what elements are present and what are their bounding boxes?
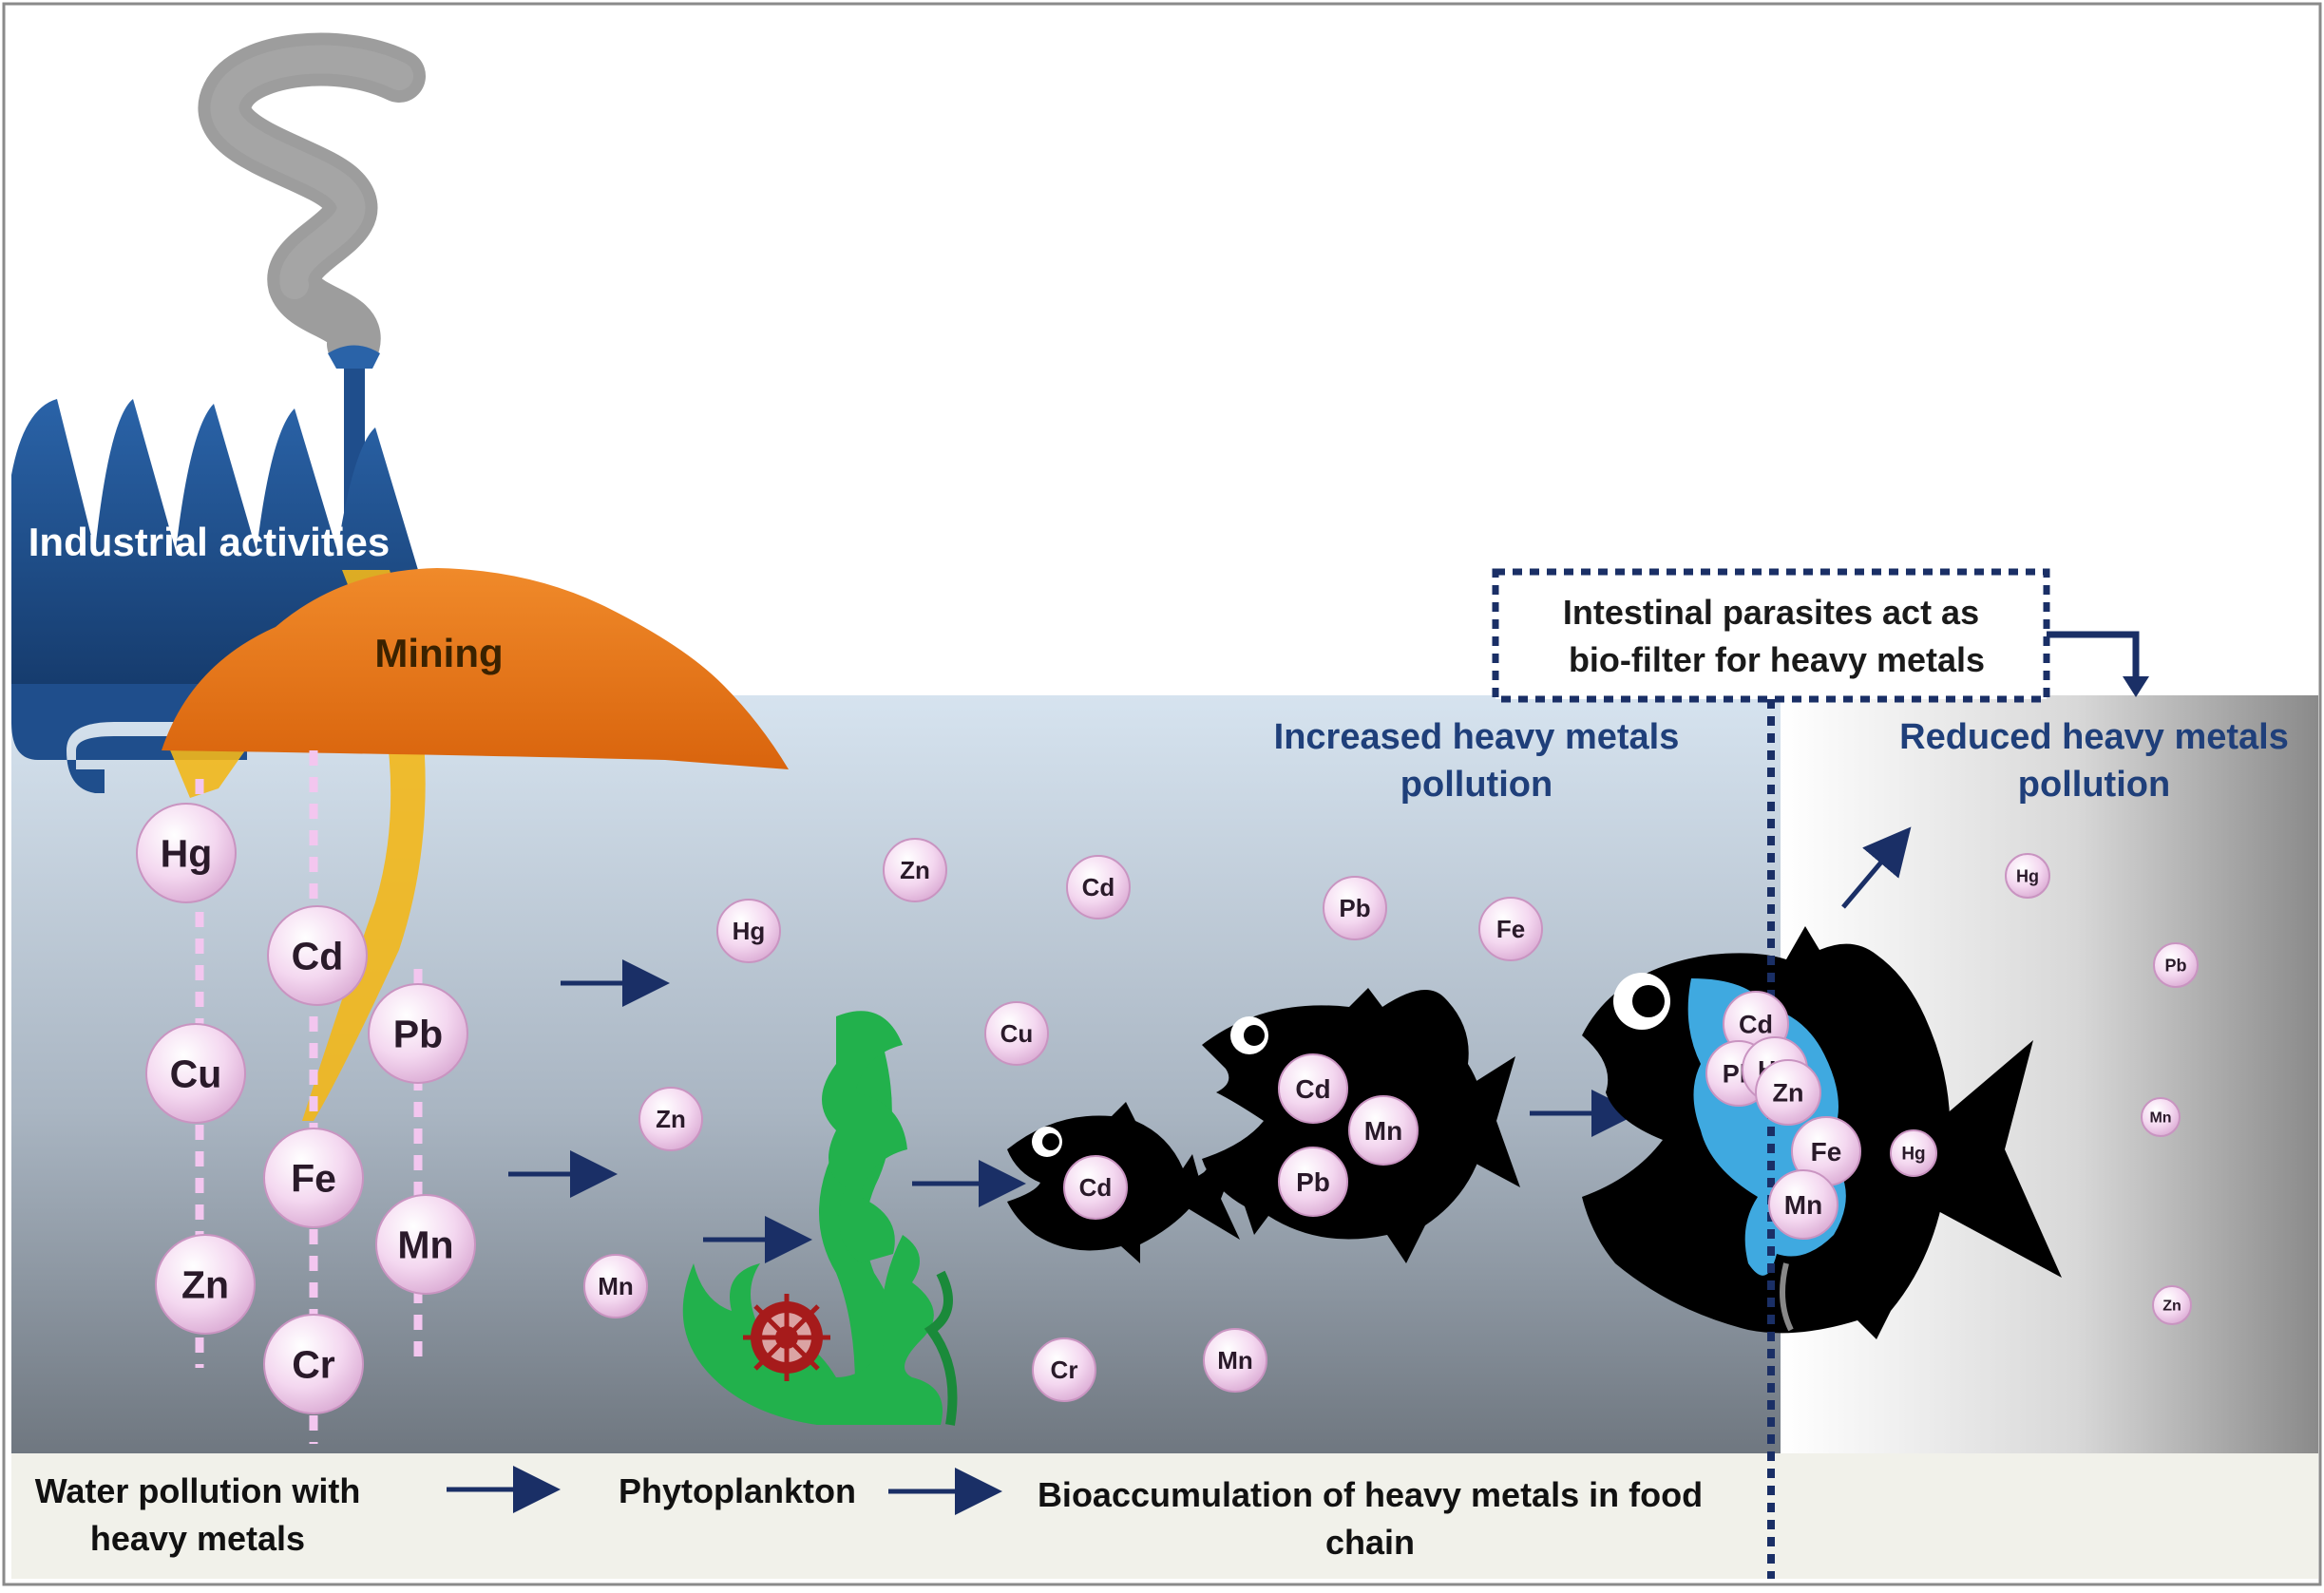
mining-label: Mining (374, 631, 503, 675)
metal-ion-hg: Hg (716, 899, 781, 963)
flow-arrows (447, 826, 1912, 1515)
metal-ion-label: Zn (2162, 1299, 2181, 1315)
metal-ion-label: Mn (1364, 1116, 1402, 1146)
metal-ion-label: Cd (1079, 1173, 1113, 1202)
metal-ion-label: Hg (733, 917, 766, 945)
metal-ion-zn: Zn (638, 1087, 703, 1151)
metal-ion-label: Fe (1496, 915, 1525, 943)
metal-ion-label: Mn (1784, 1190, 1822, 1220)
metal-ion-mn: Mn (375, 1194, 476, 1295)
metal-ion-label: Hg (161, 832, 213, 876)
metal-ion-fe: Fe (1791, 1116, 1861, 1186)
metal-ion-fe: Fe (1478, 897, 1543, 961)
metal-ion-hg: Hg (1890, 1129, 1937, 1177)
footer-water-line-2: heavy metals (90, 1519, 305, 1558)
metal-ion-cd: Cd (1066, 855, 1131, 920)
metal-ion-mn: Mn (2141, 1097, 2181, 1137)
industrial-label: Industrial activities (29, 520, 390, 564)
metal-ion-label: Cd (1295, 1074, 1330, 1104)
metal-ion-cu: Cu (984, 1001, 1049, 1066)
reduced-label-1: Reduced heavy metals (1899, 717, 2289, 757)
increased-label-1: Increased heavy metals (1274, 717, 1680, 757)
metal-ion-label: Mn (2149, 1110, 2171, 1127)
metal-ion-cd: Cd (1063, 1155, 1128, 1220)
parasite-filter-box (1492, 568, 2050, 703)
mining-mound (162, 568, 789, 769)
metal-ion-fe: Fe (263, 1128, 364, 1228)
metal-ion-zn: Zn (155, 1234, 256, 1335)
metal-ion-pb: Pb (1323, 876, 1387, 940)
metal-ion-pb: Pb (368, 983, 468, 1084)
metal-ion-zn: Zn (883, 838, 947, 902)
metal-ion-label: Zn (1773, 1079, 1804, 1108)
metal-ion-mn: Mn (1203, 1328, 1267, 1393)
metal-ion-zn: Zn (1755, 1059, 1821, 1126)
metal-ion-mn: Mn (583, 1254, 648, 1318)
seaweed-icon (682, 1011, 958, 1426)
metal-ion-label: Mn (1217, 1346, 1253, 1375)
parasite-line-1: Intestinal parasites act as (1563, 593, 1979, 632)
metal-ion-label: Hg (2016, 866, 2039, 885)
reduced-label-2: pollution (2018, 765, 2170, 805)
medium-fish-icon (1202, 988, 1520, 1263)
footer-water-line-1: Water pollution with (35, 1471, 361, 1510)
metal-ion-label: Cu (1000, 1019, 1034, 1048)
footer-bio-line-2: chain (1325, 1523, 1415, 1562)
footer-phytoplankton: Phytoplankton (619, 1471, 856, 1510)
metal-ion-label: Pb (2164, 956, 2186, 975)
metal-ion-cr: Cr (1032, 1337, 1096, 1402)
increased-label-2: pollution (1400, 765, 1553, 805)
metal-ion-cd: Cd (267, 905, 368, 1006)
metal-ion-label: Cd (292, 935, 344, 978)
metal-ion-label: Pb (1296, 1167, 1330, 1197)
metal-ion-label: Mn (598, 1272, 634, 1300)
metal-ion-label: Cd (1739, 1011, 1773, 1039)
metal-ion-label: Zn (181, 1263, 229, 1307)
metal-ion-zn: Zn (2152, 1285, 2192, 1325)
metal-ion-mn: Mn (1768, 1169, 1838, 1240)
metal-ion-label: Fe (1811, 1137, 1842, 1166)
metal-ion-label: Mn (397, 1223, 453, 1267)
metal-ion-pb: Pb (2153, 942, 2199, 988)
metal-ion-label: Cd (1082, 873, 1115, 901)
metal-ion-label: Cr (1051, 1356, 1078, 1384)
metal-ion-hg: Hg (2005, 853, 2050, 899)
metal-ion-label: Pb (393, 1013, 443, 1056)
metal-ion-label: Cu (170, 1053, 222, 1096)
metal-ion-mn: Mn (1348, 1095, 1419, 1166)
metal-ion-label: Zn (656, 1105, 686, 1133)
metal-ion-cr: Cr (263, 1314, 364, 1414)
footer-band (11, 1453, 2318, 1579)
metal-ion-hg: Hg (136, 803, 237, 903)
parasite-line-2: bio-filter for heavy metals (1569, 640, 1985, 679)
metal-ion-cd: Cd (1278, 1053, 1348, 1124)
metal-ion-pb: Pb (1278, 1147, 1348, 1217)
smoke-highlight (210, 45, 413, 299)
metal-ion-label: Zn (900, 856, 930, 884)
metal-ion-label: Pb (1339, 894, 1370, 922)
metal-ion-cu: Cu (145, 1023, 246, 1124)
metal-ion-label: Cr (292, 1343, 335, 1387)
phytoplankton-icon (743, 1294, 830, 1381)
footer-bio-line-1: Bioaccumulation of heavy metals in food (1038, 1475, 1703, 1514)
metal-ion-label: Hg (1901, 1145, 1925, 1165)
metal-ion-label: Fe (291, 1157, 336, 1201)
parasite-box-arrow (2047, 631, 2140, 684)
